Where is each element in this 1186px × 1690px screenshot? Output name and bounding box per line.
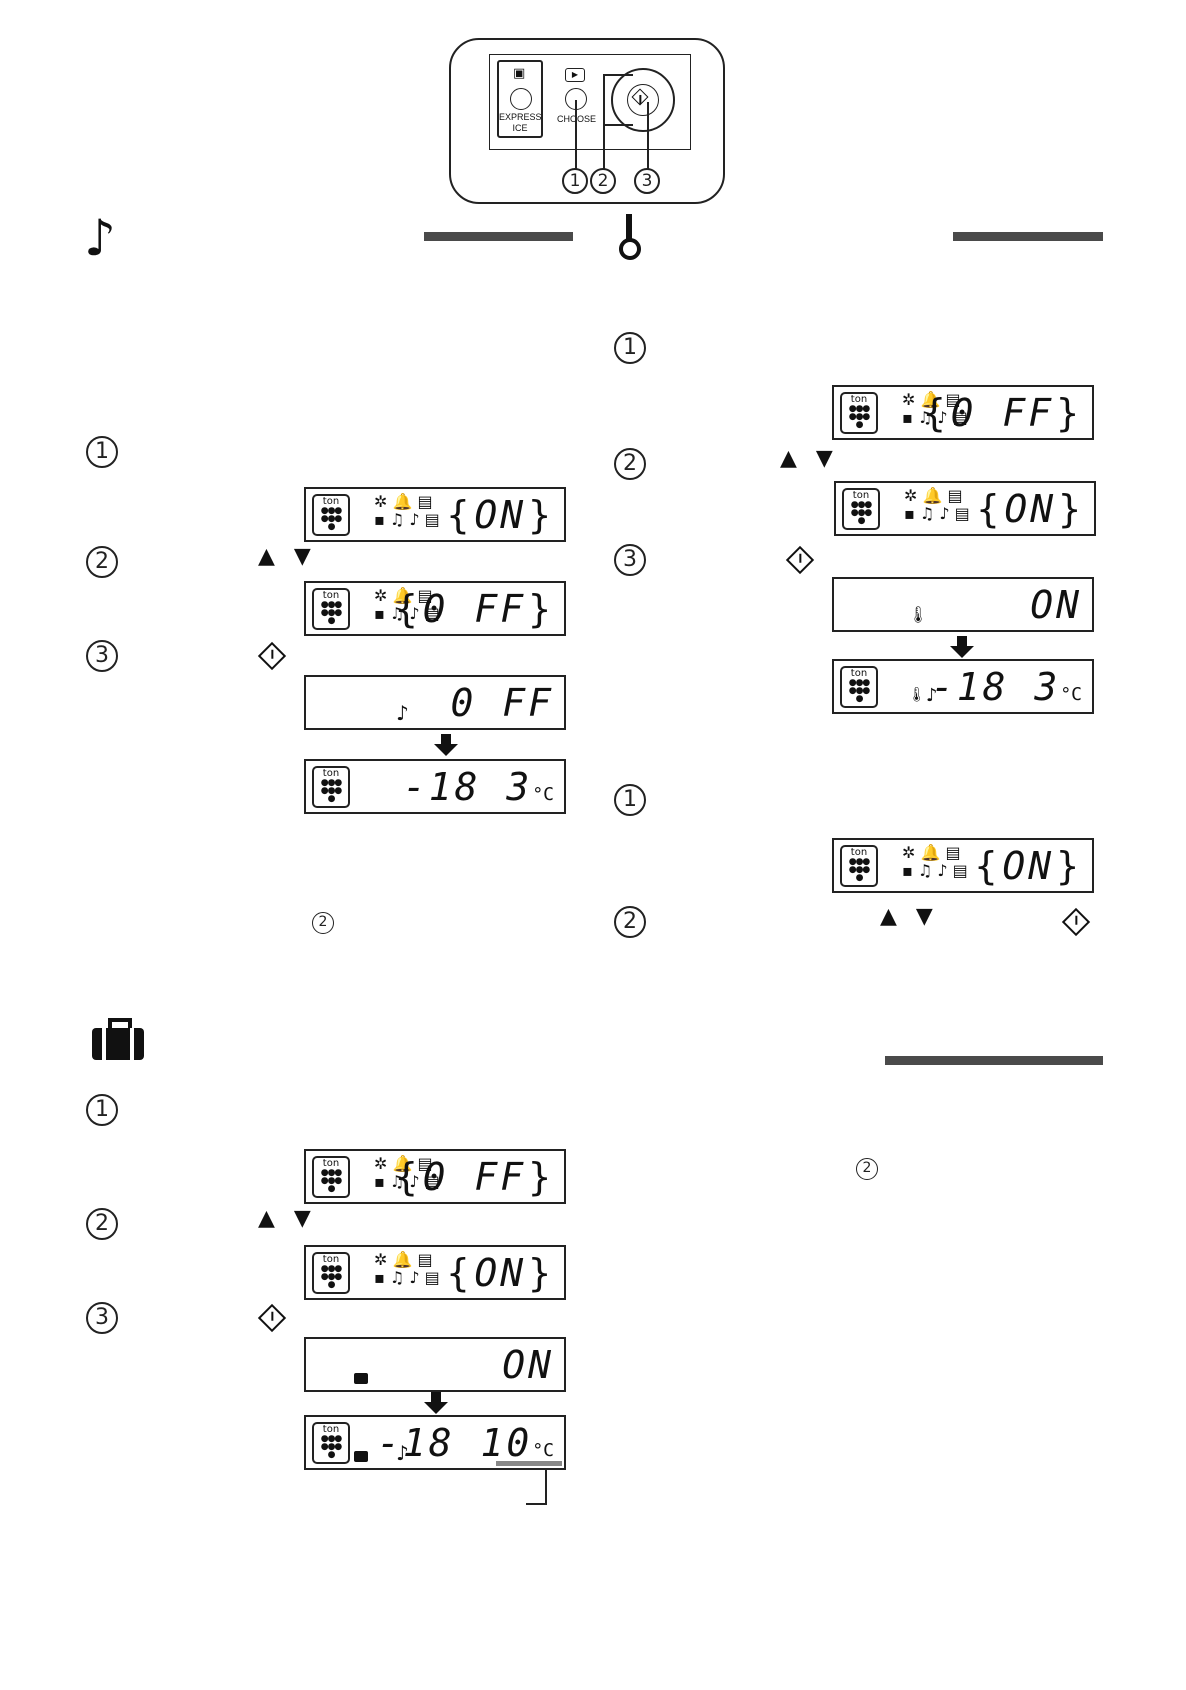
lcd-value: 0 FF [450,681,554,725]
status-icons: ✲ 🔔 ▤▪ ♫ ♪ ▤ [904,486,970,523]
suitcase-icon [92,1018,144,1060]
step-1-marker: 1 [86,436,118,468]
grape-icon: ton●●●●●●● [312,494,350,536]
step-1-marker: 1 [86,1094,118,1126]
callout-leader-vertical [545,1468,547,1504]
grape-icon: ton●●●●●●● [842,488,880,530]
lcd-display: ON [304,1337,566,1392]
thermometer-icon: 🌡 [908,687,926,703]
section-bar-lock [953,232,1103,241]
leader-line-2-top [603,74,633,76]
status-icons: ✲ 🔔 ▤▪ ♫ ♪ ▤ [902,843,968,880]
section-bar-sound [424,232,573,241]
arrow-down-icon [424,1392,448,1414]
step-2-reference: 2 [312,912,334,934]
section-bar-holiday [885,1056,1103,1065]
step-2-marker: 2 [86,546,118,578]
grape-icon: ton●●●●●●● [312,766,350,808]
arrow-down-icon [434,734,458,756]
lcd-display: ♪ 0 FF [304,675,566,730]
leader-line-1 [575,100,577,170]
lcd-value: 0 FF [395,587,554,631]
callout-leader-horizontal [526,1503,547,1505]
lcd-display: 🌡 ON [832,577,1094,632]
step-3-marker: 3 [86,1302,118,1334]
arrow-down-icon [950,636,974,658]
up-down-arrows: ▲ ▼ [880,904,939,929]
step-2-marker: 2 [614,906,646,938]
lcd-display: ton●●●●●●● ✲ 🔔 ▤▪ ♫ ♪ ▤ 0 FF [304,581,566,636]
control-panel: ▣ EXPRESS ICE ▶ CHOOSE 1 2 3 [449,38,725,204]
ok-ring [627,84,659,116]
step-1-marker: 1 [614,784,646,816]
step-1-marker: 1 [614,332,646,364]
leader-line-3 [647,102,649,170]
status-icons: ✲ 🔔 ▤▪ ♫ ♪ ▤ [374,1250,440,1287]
callout-3: 3 [634,168,660,194]
lcd-display: ton●●●●●●● ✲ 🔔 ▤▪ ♫ ♪ ▤ ON [832,838,1094,893]
grape-icon: ton●●●●●●● [840,666,878,708]
thermometer-icon: 🌡 [908,605,929,624]
grape-icon: ton●●●●●●● [840,845,878,887]
grape-icon: ton●●●●●●● [312,588,350,630]
lcd-display: ton●●●●●●● -18 3°C [304,759,566,814]
callout-1: 1 [562,168,588,194]
ice-label: ICE [512,123,528,133]
music-note-icon: ♪ [396,1441,409,1465]
lcd-display: ton●●●●●●● ✲ 🔔 ▤▪ ♫ ♪ ▤ ON [304,1245,566,1300]
step-2-marker: 2 [86,1208,118,1240]
grape-icon: ton●●●●●●● [840,392,878,434]
callout-2: 2 [590,168,616,194]
up-down-arrows: ▲ ▼ [258,1206,317,1231]
choose-icon: ▶ [565,68,585,82]
navigation-dial[interactable] [611,68,675,132]
thermometer-key-icon [618,214,642,262]
confirm-icon [257,1303,287,1333]
lcd-display: ton●●●●●●● ✲ 🔔 ▤▪ ♫ ♪ ▤ 0 FF [832,385,1094,440]
confirm-icon [257,641,287,671]
lcd-value: ON [1030,583,1082,627]
express-ice-button[interactable]: ▣ EXPRESS ICE [497,60,543,138]
up-down-arrows: ▲ ▼ [780,446,839,471]
ice-cube-icon: ▣ [513,66,526,81]
lcd-value: -18 10°C [377,1421,554,1465]
step-2-marker: 2 [614,448,646,480]
lcd-display: ton●●●●●●● 🌡 ♪ -18 3°C [832,659,1094,714]
music-note-icon: ♪ [396,701,409,725]
grape-icon: ton●●●●●●● [312,1252,350,1294]
lcd-value: ON [446,1251,554,1295]
express-label: EXPRESS [499,112,542,122]
panel-strip [489,54,691,150]
lcd-value: 0 FF [923,391,1082,435]
lcd-value: ON [976,487,1084,531]
lcd-value: -18 3°C [930,665,1082,709]
lcd-display: ton●●●●●●● ✲ 🔔 ▤▪ ♫ ♪ ▤ ON [834,481,1096,536]
choose-label: CHOOSE [557,114,597,124]
express-ice-round-button [510,88,532,110]
status-icons: ✲ 🔔 ▤▪ ♫ ♪ ▤ [374,492,440,529]
step-3-marker: 3 [86,640,118,672]
lcd-value: -18 3°C [402,765,554,809]
lcd-value: ON [974,844,1082,888]
suitcase-icon [354,1373,368,1384]
lcd-display: ton●●●●●●● ✲ 🔔 ▤▪ ♫ ♪ ▤ 0 FF [304,1149,566,1204]
holiday-temp-underline [496,1461,562,1466]
leader-line-2 [603,74,605,170]
lcd-value: ON [502,1343,554,1387]
leader-line-2-bottom [603,124,633,126]
lcd-display: ton●●●●●●● ♪ -18 10°C [304,1415,566,1470]
confirm-icon [1061,907,1091,937]
music-note-icon: ♪ [926,685,938,706]
music-note-icon: ♪ [84,209,116,267]
lcd-value: 0 FF [395,1155,554,1199]
step-3-marker: 3 [614,544,646,576]
up-down-arrows: ▲ ▼ [258,544,317,569]
suitcase-icon [354,1451,368,1462]
confirm-icon [785,545,815,575]
step-2-reference: 2 [856,1158,878,1180]
lcd-value: ON [446,493,554,537]
lcd-display: ton●●●●●●● ✲ 🔔 ▤▪ ♫ ♪ ▤ ON [304,487,566,542]
grape-icon: ton●●●●●●● [312,1156,350,1198]
grape-icon: ton●●●●●●● [312,1422,350,1464]
